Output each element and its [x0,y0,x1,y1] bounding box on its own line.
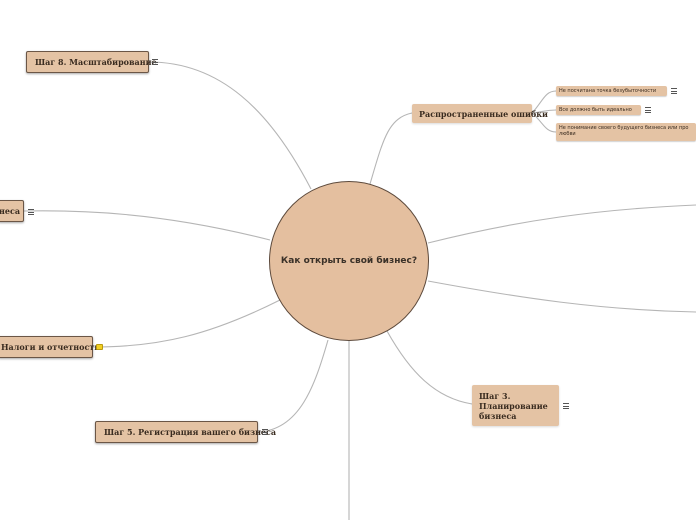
node-step8-label: Шаг 8. Масштабирование [35,57,157,67]
link-right-upper [427,204,696,244]
node-common-mistakes[interactable]: Распространенные ошибки [412,104,548,123]
central-topic[interactable]: Как открыть свой бизнес? [269,181,429,341]
node-step5-registration[interactable]: Шаг 5. Регистрация вашего бизнеса [95,421,276,443]
node-common-mistakes-label: Распространенные ошибки [419,108,548,119]
clip-icon[interactable] [96,344,103,350]
link-leaf-2 [531,109,557,114]
note-icon[interactable] [671,88,677,94]
note-icon[interactable] [563,403,569,409]
note-icon[interactable] [152,59,158,65]
leaf-perfect-label: Все должно быть идеально [559,107,632,113]
link-step3 [386,330,473,405]
link-mistakes [369,112,413,185]
node-step8-scaling[interactable]: Шаг 8. Масштабирование [26,51,157,73]
link-leaf-3 [531,112,557,133]
node-taxes-label: Налоги и отчетность [1,342,100,352]
link-taxes [92,299,281,348]
link-leaf-1 [531,90,557,114]
node-step3-planning[interactable]: Шаг 3. Планирование бизнеса [472,385,559,426]
note-icon[interactable] [262,429,268,435]
leaf-breakeven[interactable]: Не посчитана точка безубыточности [556,86,667,96]
node-step5-label: Шаг 5. Регистрация вашего бизнеса [104,427,277,437]
link-right-lower [427,280,696,313]
leaf-perfect[interactable]: Все должно быть идеально [556,105,641,115]
note-icon[interactable] [645,107,651,113]
node-step-partial[interactable]: неса [0,200,24,222]
note-icon[interactable] [28,209,34,215]
link-step5 [257,339,329,433]
node-taxes-reporting[interactable]: Налоги и отчетность [0,336,100,358]
node-step-partial-label: неса [0,206,20,216]
leaf-misunderstanding[interactable]: Не понимание своего будущего бизнеса или… [556,123,696,141]
leaf-misunderstanding-label: Не понимание своего будущего бизнеса или… [559,125,689,137]
link-step-left [23,210,271,241]
leaf-breakeven-label: Не посчитана точка безубыточности [559,88,657,94]
connector-lines [23,61,696,520]
central-topic-label: Как открыть свой бизнес? [280,256,418,266]
node-step3-label: Шаг 3. Планирование бизнеса [479,391,548,421]
link-step8 [148,61,312,190]
